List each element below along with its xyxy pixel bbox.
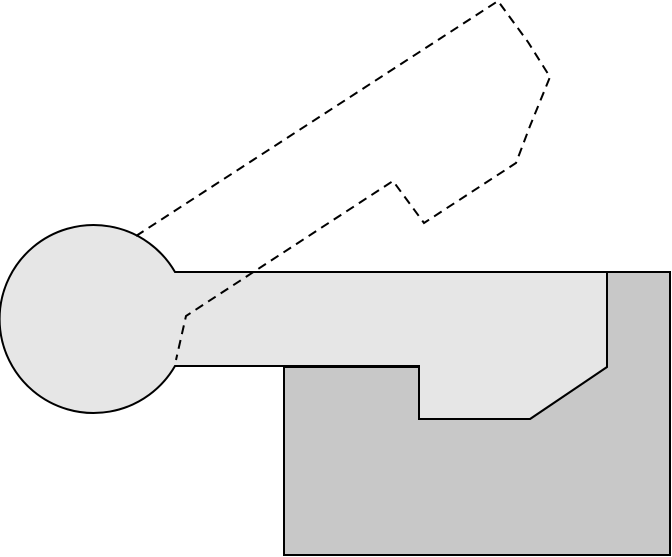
rotated-lever-outline (135, 0, 552, 361)
lever-arm (0, 224, 608, 420)
